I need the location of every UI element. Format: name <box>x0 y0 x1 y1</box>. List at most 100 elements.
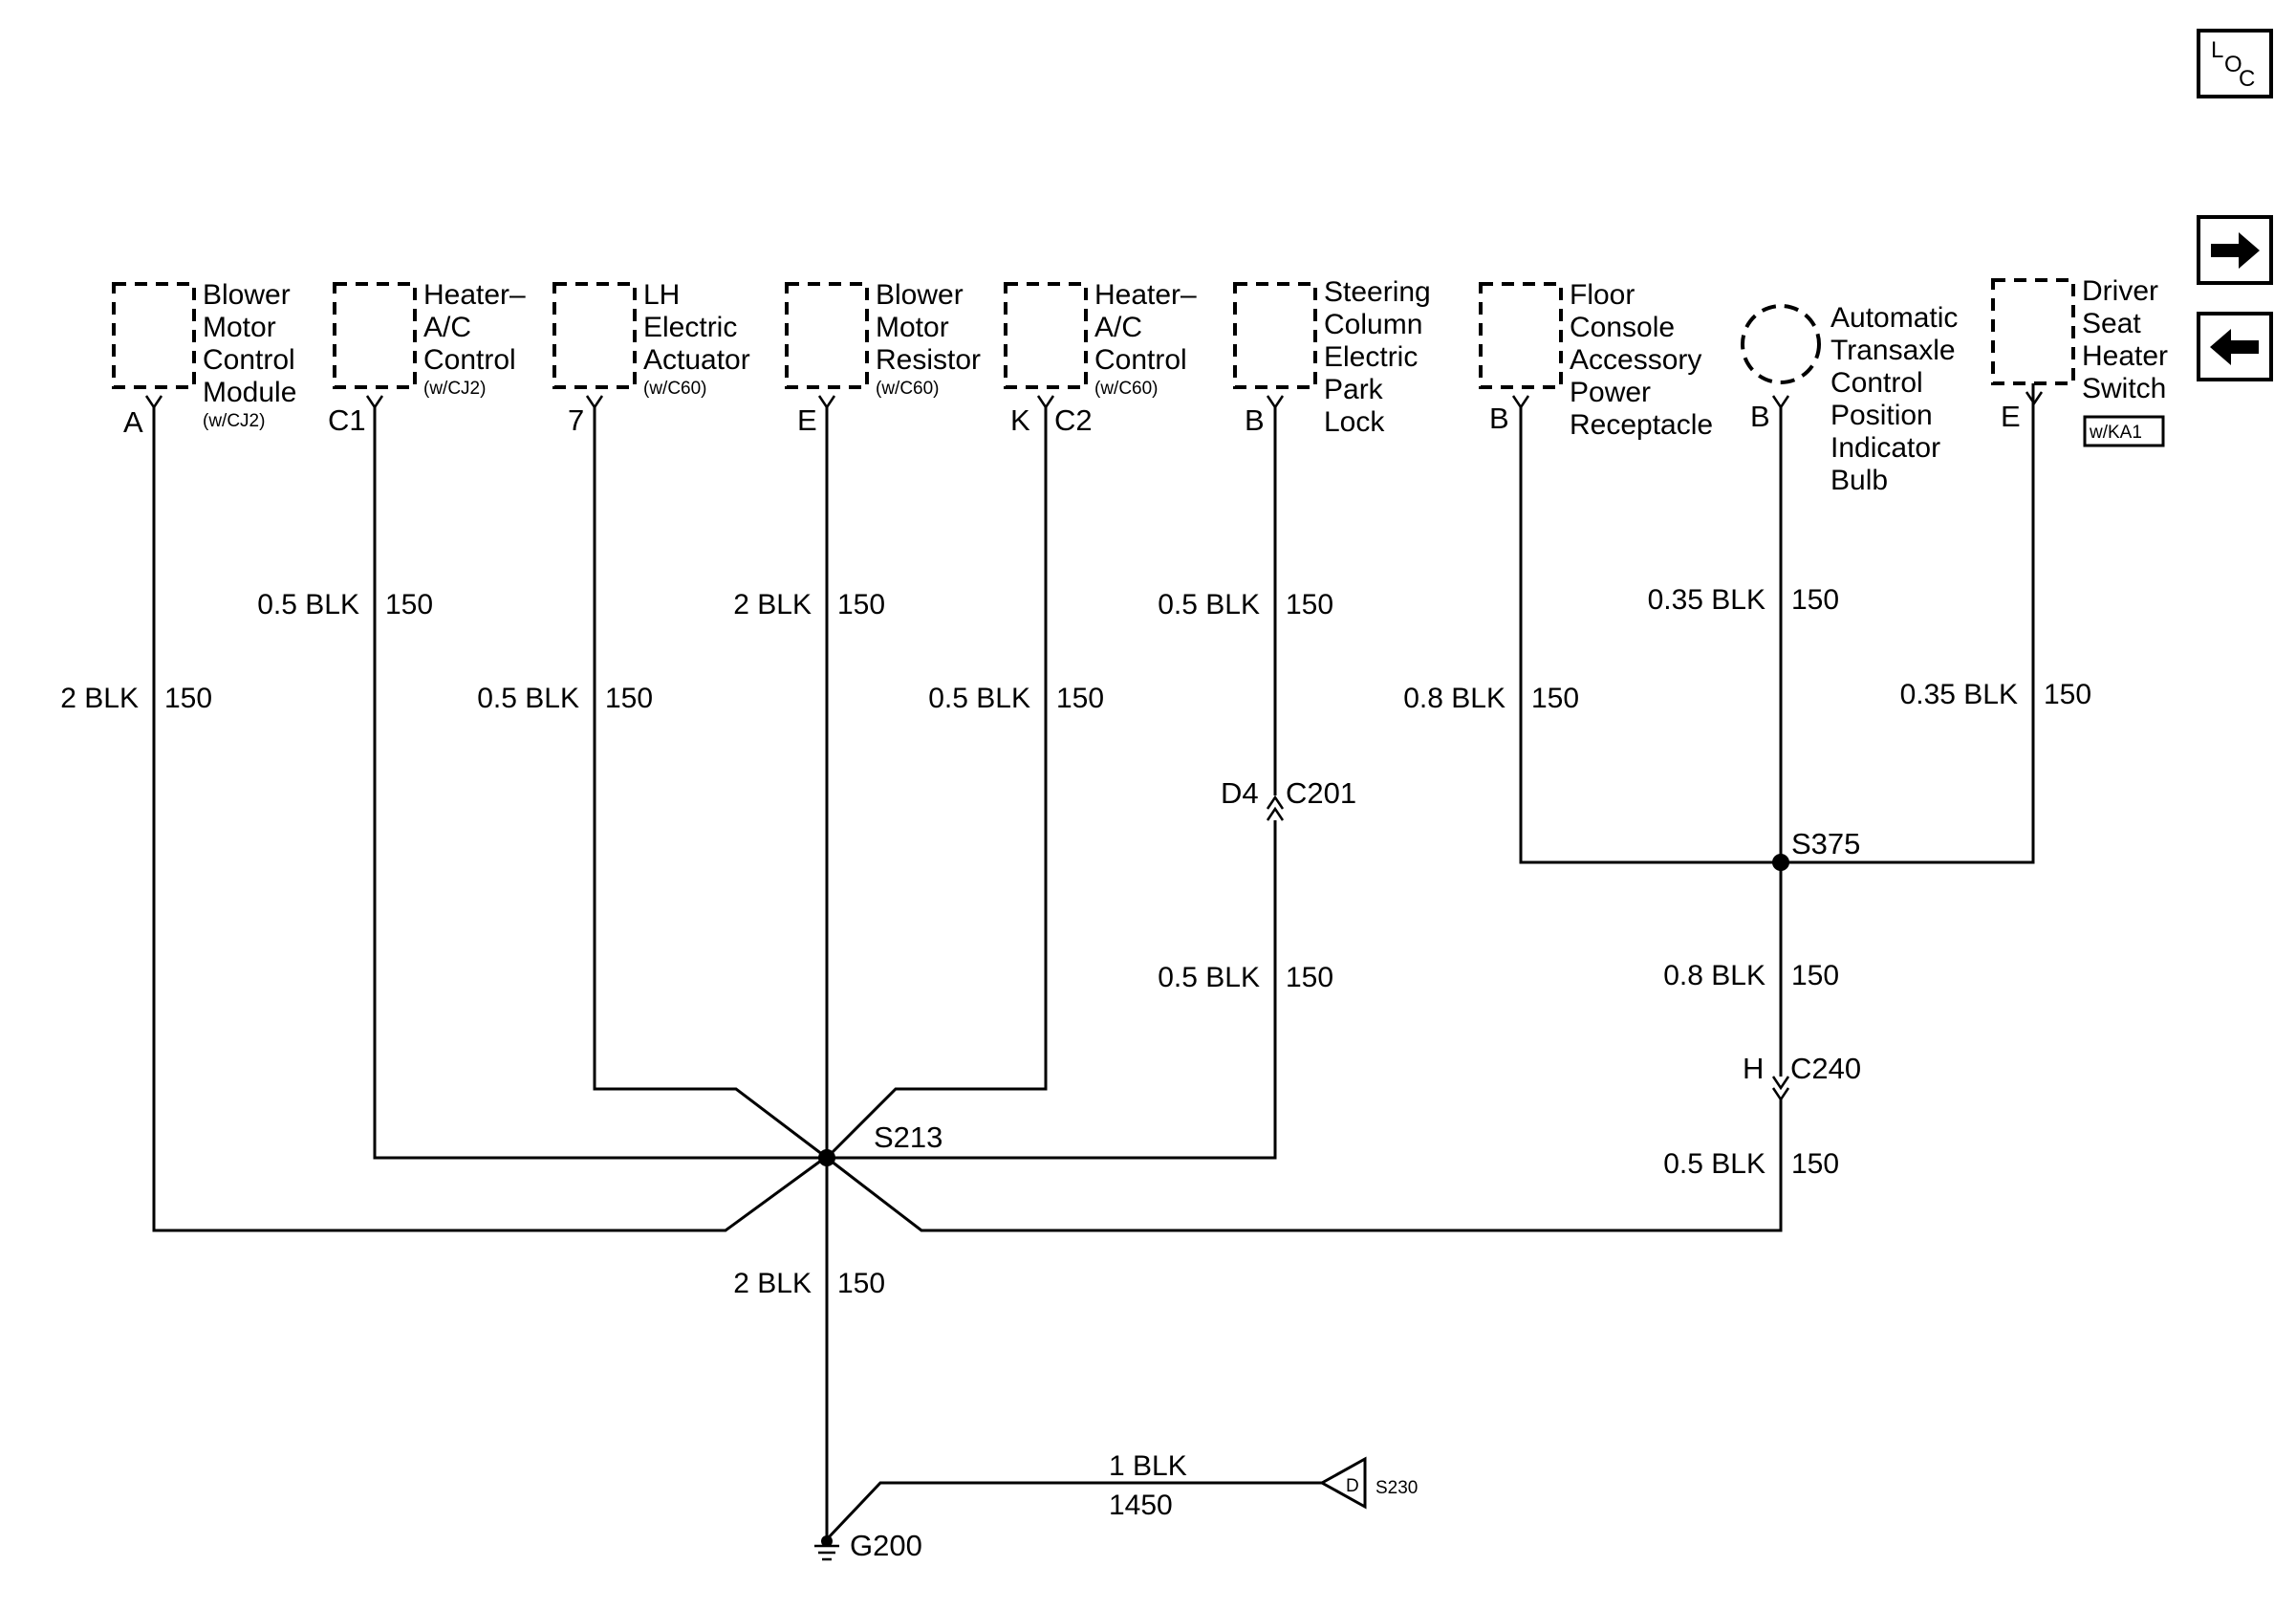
option-badge <box>2083 415 2165 447</box>
splice-label: S213 <box>874 1120 942 1154</box>
component-steering-column-electric-park-lock: Steering Column Electric Park Lock <box>1233 276 1431 438</box>
component-box <box>1479 282 1563 389</box>
arrow-right-icon <box>2211 232 2260 269</box>
ground-icon <box>814 1544 839 1561</box>
ground-label: G200 <box>850 1529 922 1562</box>
component-label-line: Control <box>203 344 295 376</box>
wire-size-label: 2 BLK <box>733 1268 812 1299</box>
connector-name-label: C201 <box>1286 776 1356 810</box>
wire-runs <box>152 383 2035 1540</box>
component-label-line: LH <box>643 279 680 311</box>
loc-l-text: L <box>2211 37 2223 63</box>
wire-circuit-label: 150 <box>1791 1148 1839 1180</box>
component-label-line: Driver <box>2082 275 2158 307</box>
component-label-line: Control <box>1830 367 1923 399</box>
component-label-line: Electric <box>1324 341 1418 373</box>
component-label-line: Indicator <box>1830 432 1940 464</box>
pin-label: B <box>1245 403 1265 437</box>
wire-size-label: 2 BLK <box>733 589 812 620</box>
wire-size-label: 0.8 BLK <box>1663 960 1765 991</box>
pin-label: E <box>797 403 817 437</box>
wire-size-label: 0.5 BLK <box>257 589 359 620</box>
component-option-label: (w/C60) <box>643 379 707 399</box>
connector-pin-label: H <box>1743 1052 1764 1085</box>
wire-size-label: 0.8 BLK <box>1403 683 1505 714</box>
previous-page-button[interactable] <box>2197 312 2273 381</box>
wire-circuit-label: 150 <box>1056 683 1104 714</box>
wire-size-label: 0.5 BLK <box>1663 1148 1765 1180</box>
component-label-line: Resistor <box>876 344 981 376</box>
arrow-left-icon <box>2210 329 2259 365</box>
wire-circuit-label: 150 <box>1286 589 1333 620</box>
component-label-line: Heater– <box>1094 279 1197 311</box>
wire-circuit-label: 150 <box>837 1268 885 1299</box>
component-label-line: Switch <box>2082 373 2166 404</box>
component-label-line: A/C <box>423 312 471 343</box>
wire-labels: 2 BLK 150 0.5 BLK 150 0.5 BLK 150 2 BLK … <box>60 584 2091 1521</box>
option-badge-label: w/KA1 <box>2089 423 2142 443</box>
wire-circuit-label: 150 <box>1791 960 1839 991</box>
wire-circuit-label: 150 <box>2044 679 2091 710</box>
connector-c240: H C240 <box>1743 1052 1861 1102</box>
component-label-line: Park <box>1324 374 1384 405</box>
component-automatic-transaxle-control-position-indicator-bulb: Automatic Transaxle Control Position Ind… <box>1741 302 1958 496</box>
component-box <box>552 282 637 389</box>
component-label-line: Motor <box>876 312 949 343</box>
component-label-line: Accessory <box>1570 344 1701 376</box>
component-blower-motor-control-module: Blower Motor Control Module (w/CJ2) <box>112 279 296 431</box>
component-label-line: Power <box>1570 377 1651 408</box>
component-label-line: Seat <box>2082 308 2141 339</box>
loc-o-text: O <box>2224 52 2242 77</box>
wire-circuit-label: 150 <box>1286 962 1333 993</box>
component-blower-motor-resistor: Blower Motor Resistor (w/C60) <box>785 279 981 399</box>
pin-label: A <box>123 405 143 439</box>
loc-button[interactable]: L O C <box>2197 29 2273 98</box>
splice-s213-dot <box>818 1149 835 1166</box>
wire-size-label: 0.5 BLK <box>477 683 579 714</box>
wire-circuit-label: 150 <box>837 589 885 620</box>
wire-circuit-label: 150 <box>164 683 212 714</box>
connector-pin-label: D4 <box>1221 776 1259 810</box>
pin-label: E <box>2001 400 2021 433</box>
component-label-line: Receptacle <box>1570 409 1713 441</box>
component-label-line: Control <box>423 344 516 376</box>
splice-pack-icon <box>1318 1456 1367 1510</box>
splice-s375-dot <box>1772 854 1789 871</box>
loc-c-text: C <box>2239 66 2255 92</box>
component-lh-electric-actuator: LH Electric Actuator (w/C60) <box>552 279 750 399</box>
pin-label: B <box>1750 400 1770 433</box>
pin-label: C2 <box>1054 403 1093 437</box>
component-box <box>333 282 417 389</box>
wire-circuit-label: 150 <box>1791 584 1839 616</box>
pin-label: B <box>1489 402 1509 435</box>
component-option-label: (w/CJ2) <box>203 411 265 431</box>
component-label-line: Console <box>1570 312 1675 343</box>
component-label-line: Bulb <box>1830 465 1888 496</box>
splice-label: S375 <box>1791 827 1860 860</box>
wire-size-label: 1 BLK <box>1109 1450 1187 1482</box>
component-label-line: Heater <box>2082 340 2168 372</box>
component-label-line: Blower <box>876 279 964 311</box>
component-label-line: Module <box>203 377 296 408</box>
splice-pack-letter: D <box>1346 1476 1359 1496</box>
component-label-line: Control <box>1094 344 1187 376</box>
ground-terminal <box>821 1535 833 1547</box>
next-page-button[interactable] <box>2197 215 2273 285</box>
component-label-line: Actuator <box>643 344 750 376</box>
splice-pack-s230: D S230 <box>1318 1456 1418 1510</box>
pin-label: 7 <box>568 403 584 437</box>
component-label-line: Heater– <box>423 279 526 311</box>
component-box <box>1004 282 1088 389</box>
wire-circuit-label: 150 <box>605 683 653 714</box>
pin-label: K <box>1010 403 1030 437</box>
wire-size-label: 0.35 BLK <box>1648 584 1765 616</box>
splice-pack-label: S230 <box>1375 1478 1418 1498</box>
component-driver-seat-heater-switch: Driver Seat Heater Switch w/KA1 <box>1991 275 2168 447</box>
component-box <box>785 282 869 389</box>
wire-size-label: 0.5 BLK <box>1158 589 1260 620</box>
component-floor-console-accessory-power-receptacle: Floor Console Accessory Power Receptacle <box>1479 279 1713 441</box>
component-label-line: Floor <box>1570 279 1635 311</box>
component-option-label: (w/C60) <box>1094 379 1159 399</box>
component-box <box>112 282 196 389</box>
